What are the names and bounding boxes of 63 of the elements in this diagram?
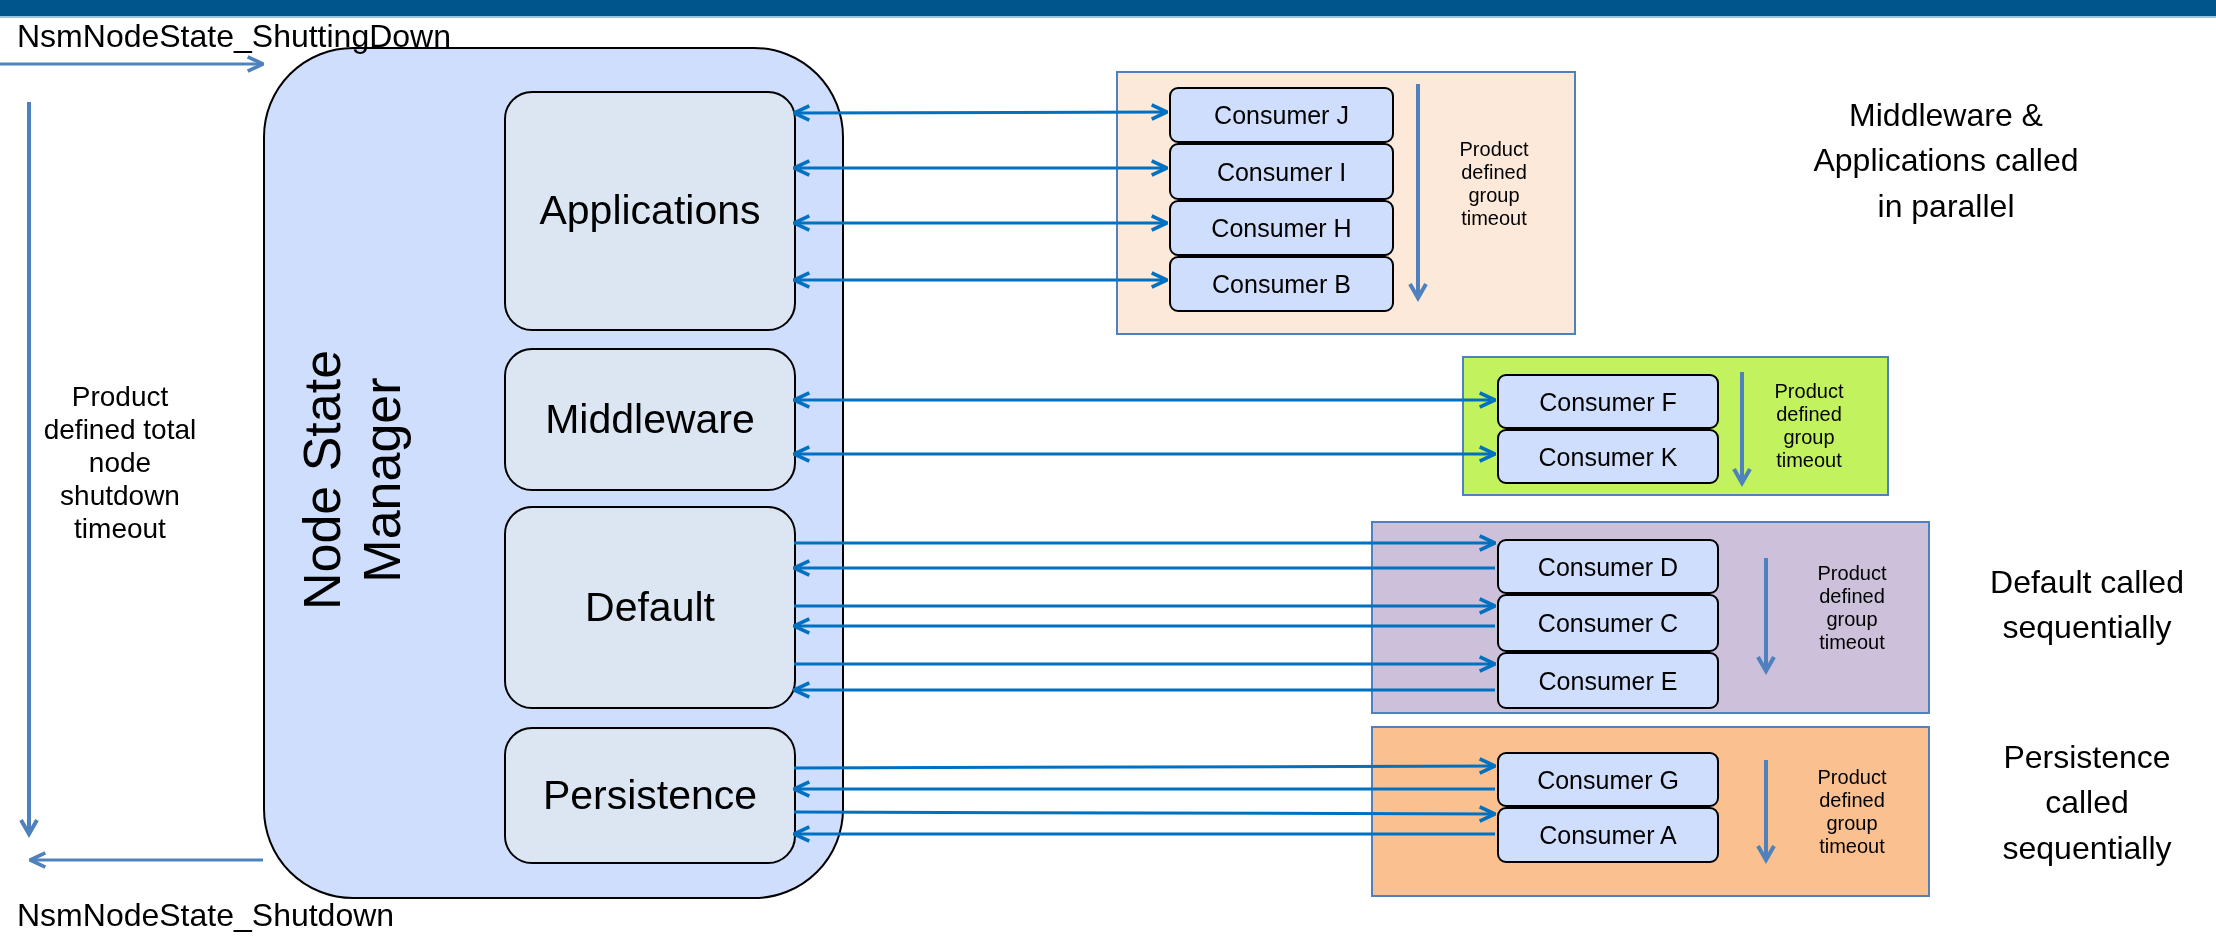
box-label: Persistence xyxy=(541,771,759,820)
annotation: Default called sequentially xyxy=(1989,563,2185,648)
consumer-box xyxy=(1497,752,1719,807)
box-label: Applications xyxy=(538,187,762,235)
arrow xyxy=(792,559,1495,577)
consumer-box xyxy=(1497,807,1719,863)
group-panel xyxy=(1371,521,1930,714)
timeout-note: Product defined group timeout xyxy=(1816,562,1888,654)
process-box xyxy=(504,506,796,709)
consumer-box xyxy=(1169,87,1394,143)
process-box xyxy=(504,91,796,331)
arrow xyxy=(792,391,1497,409)
consumer-label: Consumer F xyxy=(1538,387,1678,416)
timeout-note: Product defined total node shutdown timeout xyxy=(42,380,198,546)
consumer-label: Consumer E xyxy=(1537,666,1679,695)
arrow xyxy=(794,655,1497,673)
arrow xyxy=(794,597,1497,615)
arrow xyxy=(794,534,1497,552)
group-panel xyxy=(1116,71,1576,335)
arrow xyxy=(792,271,1169,289)
consumer-box xyxy=(1497,652,1719,709)
consumer-box xyxy=(1169,200,1394,256)
consumer-box xyxy=(1169,256,1394,312)
consumer-label: Consumer H xyxy=(1210,213,1353,243)
edge-label: NsmNodeState_ShuttingDown xyxy=(17,20,451,54)
manager-title: Node State Manager xyxy=(293,348,412,613)
group-panel xyxy=(1371,726,1930,897)
consumer-label: Consumer C xyxy=(1536,608,1680,638)
arrow xyxy=(792,780,1495,798)
arrow xyxy=(792,214,1169,232)
arrow xyxy=(794,804,1497,823)
consumer-box xyxy=(1497,539,1719,594)
arrow xyxy=(792,681,1495,699)
timeout-note: Product defined group timeout xyxy=(1458,138,1530,230)
arrow xyxy=(792,159,1169,177)
arrow xyxy=(794,757,1497,776)
arrow xyxy=(792,617,1495,635)
consumer-box xyxy=(1497,594,1719,652)
box-label: Middleware xyxy=(544,395,756,444)
arrow xyxy=(28,851,263,869)
consumer-label: Consumer B xyxy=(1211,269,1352,299)
consumer-label: Consumer J xyxy=(1213,100,1350,130)
timeout-note: Product defined group timeout xyxy=(1816,766,1888,858)
arrow xyxy=(0,55,265,73)
edge-label: NsmNodeState_Shutdown xyxy=(17,899,395,933)
timeout-note: Product defined group timeout xyxy=(1773,380,1845,472)
box-label: Default xyxy=(584,583,716,632)
consumer-label: Consumer I xyxy=(1215,157,1348,186)
consumer-box xyxy=(1497,429,1719,484)
consumer-box xyxy=(1169,143,1394,200)
group-panel xyxy=(1462,356,1889,496)
process-box xyxy=(504,727,796,864)
consumer-label: Consumer G xyxy=(1536,765,1680,794)
consumer-label: Consumer K xyxy=(1537,442,1679,471)
annotation: Persistence called sequentially xyxy=(2001,738,2173,868)
process-box xyxy=(504,348,796,491)
consumer-box xyxy=(1497,374,1719,429)
annotation: Middleware & Applications called in parallel xyxy=(1812,96,2080,226)
arrow xyxy=(792,445,1497,463)
arrow xyxy=(792,103,1169,122)
consumer-label: Consumer A xyxy=(1538,820,1678,850)
consumer-label: Consumer D xyxy=(1536,552,1680,581)
arrow xyxy=(792,825,1495,843)
